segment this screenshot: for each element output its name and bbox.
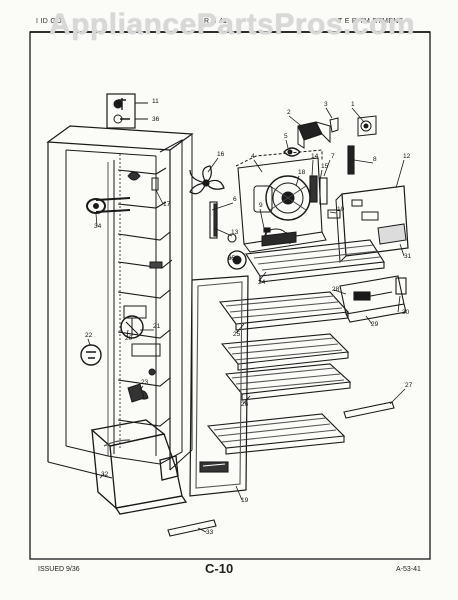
footer-page-number: C-10	[205, 561, 234, 576]
callout-29: 29	[371, 321, 379, 328]
top-brackets	[283, 115, 377, 157]
cabinet-drawing	[46, 125, 194, 479]
callout-25: 25	[233, 331, 241, 338]
light-bulb	[227, 250, 247, 270]
small-parts	[209, 145, 355, 243]
callout-34: 34	[94, 223, 102, 230]
callout-28: 28	[332, 286, 340, 293]
footer-reference: A-53-41	[396, 566, 421, 573]
callout-31: 31	[404, 253, 412, 260]
footer-issued: ISSUED 9/36	[38, 566, 80, 573]
callout-21: 21	[153, 323, 161, 330]
callout-16: 16	[217, 151, 225, 158]
leader-lines	[87, 107, 406, 533]
callout-8: 8	[373, 156, 377, 163]
header-right: T E R TM RTMENT	[338, 18, 404, 25]
control-housing	[327, 185, 409, 264]
evaporator-assembly	[189, 149, 327, 253]
header-left: I ID GO	[36, 18, 62, 25]
callout-33: 33	[206, 529, 214, 536]
callout-18: 18	[298, 169, 306, 176]
callout-23: 23	[141, 379, 149, 386]
callout-14: 14	[311, 153, 319, 160]
callout-36: 36	[152, 116, 160, 123]
callout-3: 3	[324, 101, 328, 108]
callout-4: 4	[251, 153, 255, 160]
callout-35: 35	[228, 255, 236, 262]
callout-10: 10	[337, 206, 345, 213]
callout-20: 20	[125, 335, 133, 342]
callout-2: 2	[287, 109, 291, 116]
callout-15: 15	[321, 163, 329, 170]
callout-19: 19	[241, 497, 249, 504]
callout-7: 7	[331, 153, 335, 160]
callout-27: 27	[405, 382, 413, 389]
shelves	[167, 239, 407, 537]
door-liner	[189, 275, 249, 497]
inset-hardware-box	[106, 93, 148, 129]
header-center: R S 41	[204, 18, 228, 25]
callout-30: 30	[402, 309, 410, 316]
callout-32: 32	[101, 471, 109, 478]
callout-9: 9	[259, 202, 263, 209]
callout-26: 26	[241, 401, 249, 408]
callout-11: 11	[152, 98, 159, 105]
callout-12: 12	[403, 153, 411, 160]
callout-13: 13	[231, 229, 239, 236]
callout-24: 24	[258, 279, 266, 286]
callout-6: 6	[233, 196, 237, 203]
callout-5: 5	[284, 133, 288, 140]
callout-1: 1	[351, 101, 355, 108]
callout-22: 22	[85, 332, 93, 339]
crisper-bin	[90, 419, 188, 515]
callout-17: 17	[163, 201, 171, 208]
